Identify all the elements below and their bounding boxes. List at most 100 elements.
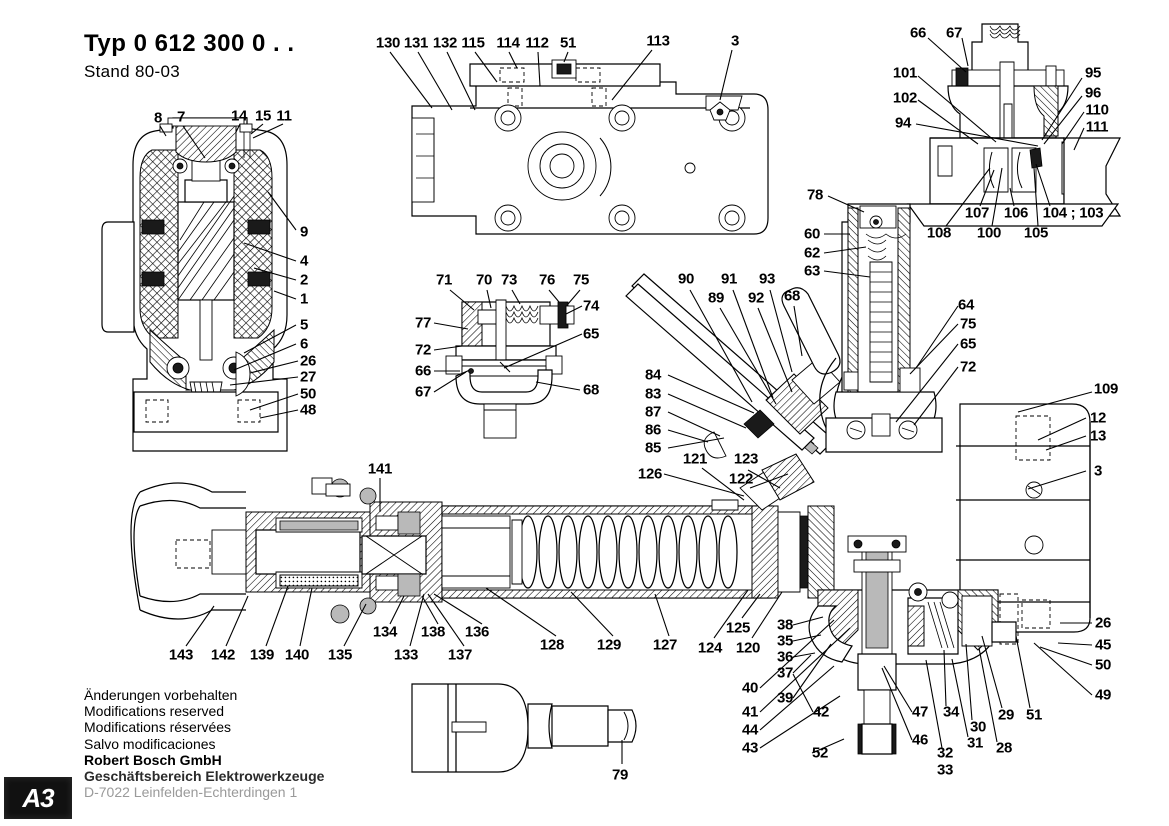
callout-number-63: 63: [803, 262, 821, 280]
callout-number-91: 91: [720, 270, 738, 288]
title-number: 0 612 300 0 . .: [133, 30, 295, 57]
callout-number-71: 71: [435, 271, 453, 289]
callout-number-130: 130: [375, 34, 401, 52]
footer-line-fr: Modifications réservées: [84, 719, 232, 736]
callout-number-133: 133: [393, 646, 419, 664]
callout-number-78: 78: [806, 186, 824, 204]
footer-division: Geschäftsbereich Elektrowerkzeuge: [84, 768, 325, 785]
callout-number-47: 47: [911, 703, 929, 721]
callout-number-106: 106: [1003, 204, 1029, 222]
callout-number-49: 49: [1094, 686, 1112, 704]
callout-number-32: 32: [936, 744, 954, 762]
callout-number-48: 48: [299, 401, 317, 419]
callout-number-132: 132: [432, 34, 458, 52]
footer-line-es: Salvo modificaciones: [84, 735, 216, 752]
callout-number-143: 143: [168, 646, 194, 664]
callout-number-140: 140: [284, 646, 310, 664]
hammer-barrel-view: [130, 453, 835, 647]
callout-number-14: 14: [230, 107, 248, 125]
callout-number-39: 39: [776, 689, 794, 707]
callout-number-60: 60: [803, 225, 821, 243]
callout-number-126: 126: [637, 465, 663, 483]
callout-number-74: 74: [582, 297, 600, 315]
grease-cartridge-view: [411, 683, 637, 773]
callout-number-26: 26: [1094, 614, 1112, 632]
callout-number-102: 102: [892, 89, 918, 107]
callout-number-33: 33: [936, 761, 954, 779]
callout-number-29: 29: [997, 706, 1015, 724]
callout-number-136: 136: [464, 623, 490, 641]
callout-number-111: 111: [1085, 118, 1109, 136]
callout-number-26: 26: [299, 352, 317, 370]
callout-number-76: 76: [538, 271, 556, 289]
callout-number-5: 5: [299, 316, 309, 334]
callout-number-125: 125: [725, 619, 751, 637]
callout-number-46: 46: [911, 731, 929, 749]
callout-number-51: 51: [559, 34, 577, 52]
callout-number-36: 36: [776, 648, 794, 666]
callout-number-110: 110: [1085, 101, 1109, 119]
trigger-switch-view: [433, 289, 583, 439]
callout-number-15: 15: [254, 107, 272, 125]
callout-number-50: 50: [1094, 656, 1112, 674]
callout-number-121: 121: [682, 450, 708, 468]
callout-number-112: 112: [525, 34, 549, 52]
callout-number-62: 62: [803, 244, 821, 262]
callout-number-28: 28: [995, 739, 1013, 757]
callout-number-124: 124: [697, 639, 723, 657]
callout-number-85: 85: [644, 439, 662, 457]
callout-number-131: 131: [403, 34, 429, 52]
callout-number-12: 12: [1089, 409, 1107, 427]
callout-number-41: 41: [741, 703, 759, 721]
callout-number-108: 108: [926, 224, 952, 242]
callout-number-43: 43: [741, 739, 759, 757]
footer-line-de: Änderungen vorbehalten: [84, 687, 238, 703]
callout-number-45: 45: [1094, 636, 1112, 654]
callout-number-113: 113: [646, 32, 670, 50]
callout-number-128: 128: [539, 636, 565, 654]
callout-number-129: 129: [596, 636, 622, 654]
callout-number-27: 27: [299, 368, 317, 386]
callout-number-75: 75: [572, 271, 590, 289]
callout-number-31: 31: [966, 734, 984, 752]
callout-number-89: 89: [707, 289, 725, 307]
callout-number-44: 44: [741, 721, 759, 739]
callout-number-35: 35: [776, 632, 794, 650]
selector-head-view: [906, 23, 1122, 227]
footer-address: D-7022 Leinfelden-Echterdingen 1: [84, 784, 298, 801]
callout-number-3: 3: [1093, 462, 1103, 480]
callout-number-65: 65: [959, 335, 977, 353]
callout-number-77: 77: [414, 314, 432, 332]
sheet-size-badge: A3: [4, 777, 72, 819]
callout-number-95: 95: [1084, 64, 1102, 82]
callout-number-68: 68: [582, 381, 600, 399]
callout-number-135: 135: [327, 646, 353, 664]
main-body-view: [951, 391, 1093, 696]
callout-number-83: 83: [644, 385, 662, 403]
callout-number-50: 50: [299, 385, 317, 403]
page-title: Typ 0 612 300 0 . .: [84, 30, 295, 58]
callout-number-90: 90: [677, 270, 695, 288]
callout-number-84: 84: [644, 366, 662, 384]
callout-number-115: 115: [461, 34, 485, 52]
callout-number-138: 138: [420, 623, 446, 641]
callout-number-66: 66: [909, 24, 927, 42]
callout-number-123: 123: [733, 450, 759, 468]
title-subtitle: Stand 80-03: [84, 62, 295, 82]
title-prefix: Typ: [84, 30, 127, 57]
footer-company: Robert Bosch GmbH: [84, 751, 222, 768]
callout-number-73: 73: [500, 271, 518, 289]
callout-number-79: 79: [611, 766, 629, 784]
motor-assembly-view: [101, 117, 299, 452]
callout-number-114: 114: [496, 34, 520, 52]
callout-number-87: 87: [644, 403, 662, 421]
callout-number-13: 13: [1089, 427, 1107, 445]
title-block: Typ 0 612 300 0 . . Stand 80-03: [84, 30, 295, 82]
callout-number-93: 93: [758, 270, 776, 288]
callout-number-104-103: 104 ; 103: [1042, 204, 1104, 222]
callout-number-42: 42: [812, 703, 830, 721]
callout-number-122: 122: [728, 470, 754, 488]
callout-number-120: 120: [735, 639, 761, 657]
callout-number-9: 9: [299, 223, 309, 241]
